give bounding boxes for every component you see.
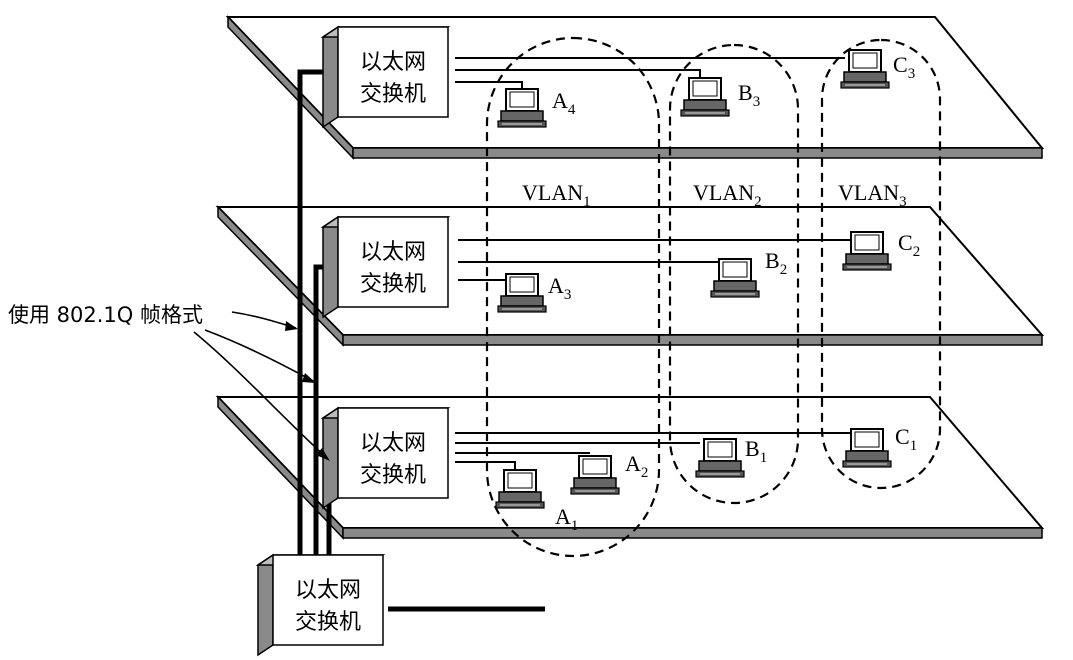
host-b2: B2 bbox=[710, 248, 787, 298]
switch-label-line2: 交换机 bbox=[360, 272, 426, 297]
svg-text:B2: B2 bbox=[765, 248, 787, 278]
host-wires bbox=[455, 57, 850, 470]
svg-text:B1: B1 bbox=[745, 436, 767, 466]
switch-floor-top: 以太网 交换机 bbox=[322, 26, 449, 128]
host-a3: A3 bbox=[497, 273, 571, 313]
svg-text:B3: B3 bbox=[738, 80, 760, 110]
vlan1-label: VLAN1 bbox=[522, 180, 591, 210]
switch-label-line1: 以太网 bbox=[360, 431, 426, 456]
switch-label-line2: 交换机 bbox=[360, 463, 426, 488]
host-a1: A1 bbox=[495, 469, 578, 534]
switch-label-line2: 交换机 bbox=[360, 82, 426, 107]
host-a4: A4 bbox=[497, 88, 576, 128]
switch-floor-bottom: 以太网 交换机 bbox=[322, 407, 449, 509]
svg-text:C3: C3 bbox=[893, 52, 915, 82]
host-b3: B3 bbox=[680, 77, 760, 117]
svg-text:A3: A3 bbox=[548, 273, 571, 303]
host-c3: C3 bbox=[840, 49, 915, 89]
host-c1: C1 bbox=[842, 424, 917, 468]
svg-text:A1: A1 bbox=[555, 504, 578, 534]
vlan-outlines bbox=[485, 36, 942, 558]
switch-label-line1: 以太网 bbox=[295, 578, 361, 603]
switch-label-line1: 以太网 bbox=[360, 240, 426, 265]
host-b1: B1 bbox=[695, 436, 767, 478]
vlan3-label: VLAN3 bbox=[838, 180, 907, 210]
svg-text:C1: C1 bbox=[895, 424, 917, 454]
annotation-arrows bbox=[193, 311, 330, 461]
switch-label-line1: 以太网 bbox=[360, 50, 426, 75]
host-a2: A2 bbox=[570, 451, 648, 495]
svg-text:A4: A4 bbox=[552, 88, 576, 118]
vlan1-boundary bbox=[485, 36, 661, 558]
frame-format-annotation: 使用 802.1Q 帧格式 bbox=[8, 303, 203, 327]
vlan2-boundary bbox=[668, 43, 800, 505]
svg-text:A2: A2 bbox=[625, 451, 648, 481]
switch-backbone: 以太网 交换机 bbox=[257, 554, 384, 656]
host-c2: C2 bbox=[842, 230, 920, 271]
vlan3-boundary bbox=[820, 38, 942, 490]
switch-label-line2: 交换机 bbox=[295, 610, 361, 635]
switch-floor-middle: 以太网 交换机 bbox=[322, 216, 449, 318]
svg-text:C2: C2 bbox=[898, 230, 920, 260]
vlan2-label: VLAN2 bbox=[693, 180, 762, 210]
